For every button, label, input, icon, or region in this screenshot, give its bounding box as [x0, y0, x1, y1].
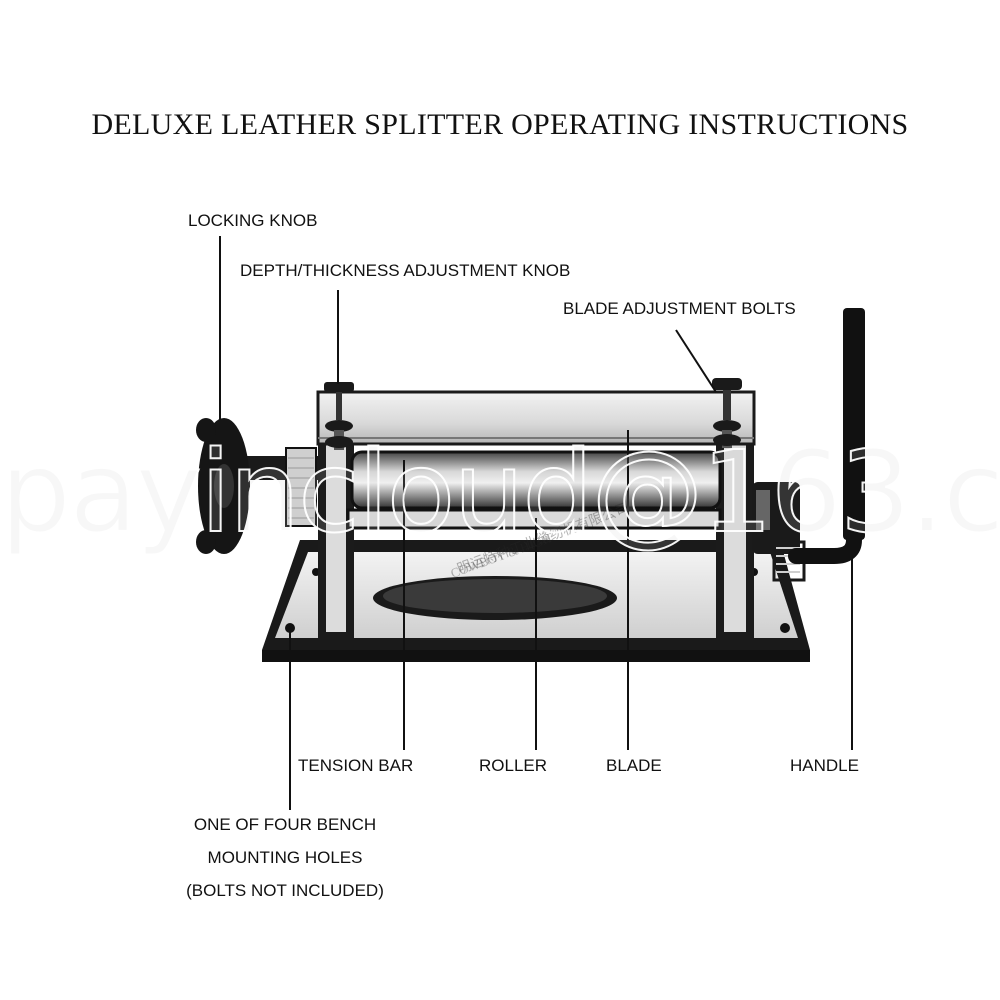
label-blade-bolts: BLADE ADJUSTMENT BOLTS: [563, 299, 796, 318]
label-blade: BLADE: [606, 756, 662, 775]
label-roller: ROLLER: [479, 756, 548, 775]
label-tension-bar: TENSION BAR: [298, 756, 414, 775]
locking-knob: [196, 418, 320, 554]
leader-blade-bolts: [675, 329, 717, 393]
depth-adjustment-knob: [324, 382, 354, 450]
page-title: DELUXE LEATHER SPLITTER OPERATING INSTRU…: [91, 108, 909, 141]
label-handle: HANDLE: [790, 756, 859, 775]
side-frame-left: [318, 430, 354, 640]
mounting-hole: [780, 623, 790, 633]
roller: [350, 450, 722, 510]
gear-hub: [752, 482, 806, 582]
label-locking-knob: LOCKING KNOB: [188, 211, 318, 230]
label-mount-line3: (BOLTS NOT INCLUDED): [186, 881, 384, 900]
label-mount-line2: MOUNTING HOLES: [207, 848, 363, 867]
blade-adjustment-bolts: [712, 378, 742, 448]
blade: [316, 390, 756, 446]
mounting-hole: [285, 623, 295, 633]
handle: [788, 308, 865, 564]
label-depth-knob: DEPTH/THICKNESS ADJUSTMENT KNOB: [240, 261, 571, 280]
side-frame-right: [716, 430, 754, 640]
label-mount-line1: ONE OF FOUR BENCH: [193, 815, 377, 834]
leader-lines: [219, 236, 853, 810]
